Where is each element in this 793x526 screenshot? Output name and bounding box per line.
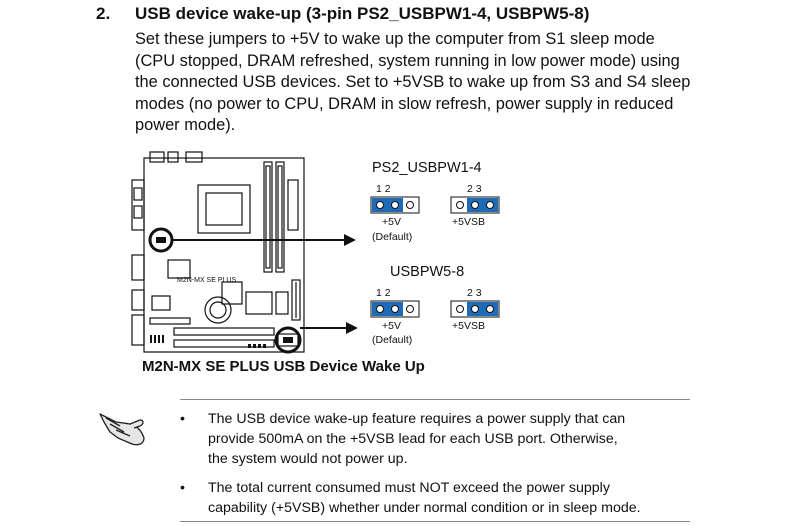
description-line: the connected USB devices. Set to +5VSB … [135,73,691,92]
section-description: Set these jumpers to +5V to wake up the … [135,29,695,137]
jumper1-left-pins: 1 2 [376,183,391,195]
jumper1-default-setting [370,196,420,214]
figure-caption: M2N-MX SE PLUS USB Device Wake Up [142,358,425,375]
jumper1-left-label: +5V [382,216,401,228]
jumper1-right-label: +5VSB [452,216,485,228]
jumper2-alt-setting [450,300,500,318]
jumper2-default-setting [370,300,420,318]
bullet-marker: • [180,411,185,427]
jumper2-left-label: +5V [382,320,401,332]
jumper1-name: PS2_USBPW1-4 [372,160,482,176]
note-divider-top [180,399,690,400]
note-line: capability (+5VSB) whether under normal … [208,500,641,516]
note-line: The USB device wake-up feature requires … [208,411,626,427]
jumper2-default-label: (Default) [372,334,413,346]
jumper2-right-pins: 2 3 [467,287,482,299]
description-line: Set these jumpers to +5V to wake up the … [135,30,655,48]
jumper2-name: USBPW5-8 [390,264,465,280]
note-line: The total current consumed must NOT exce… [208,480,610,496]
jumper1-default-label: (Default) [372,231,413,243]
bullet-marker: • [180,480,185,496]
jumper1-right-pins: 2 3 [467,183,482,195]
note-line: provide 500mA on the +5VSB lead for each… [208,431,618,447]
jumper2-left-pins: 1 2 [376,287,391,299]
note-hand-icon [99,413,145,446]
board-model-label: M2N-MX SE PLUS [177,277,237,284]
description-line: power mode). [135,116,236,135]
description-line: (CPU stopped, DRAM refreshed, system run… [135,51,680,70]
jumper1-alt-setting [450,196,500,214]
section-number: 2. [96,4,111,23]
jumper2-right-label: +5VSB [452,320,485,332]
description-line: modes (no power to CPU, DRAM in slow ref… [135,94,674,113]
section-title: USB device wake-up (3-pin PS2_USBPW1-4, … [135,4,590,23]
motherboard-diagram [131,151,358,354]
note-divider-bottom [180,521,690,522]
note-line: the system would not power up. [208,451,408,467]
